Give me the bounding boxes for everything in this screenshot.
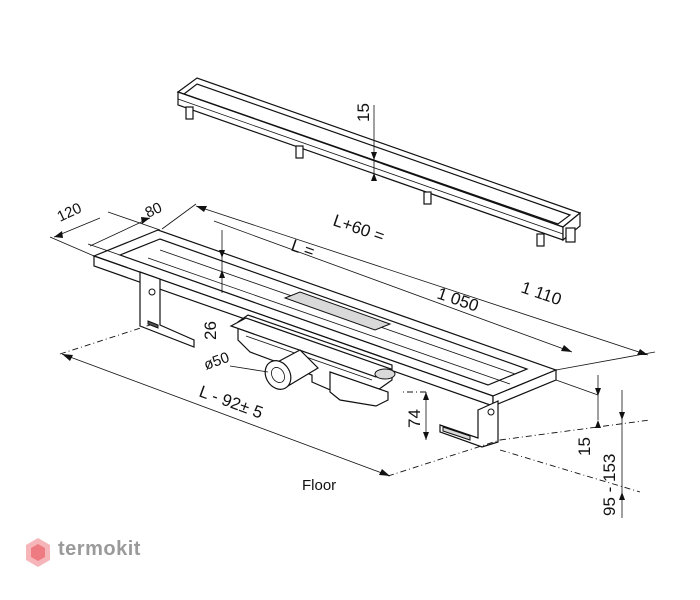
grate-clip bbox=[185, 106, 194, 120]
length-1050-label: 1 050 bbox=[435, 284, 481, 316]
brand-name: termokit bbox=[58, 538, 141, 560]
height-74-label: 74 bbox=[405, 409, 424, 428]
grate-clip bbox=[423, 191, 432, 205]
dimension-lines bbox=[49, 203, 656, 518]
length-1110-label: 1 110 bbox=[519, 278, 564, 309]
depth-26-label: 26 bbox=[201, 321, 220, 340]
height-range-label: 95 - 153 bbox=[600, 454, 619, 516]
floor-span-label: L - 92± 5 bbox=[197, 382, 266, 423]
termokit-logo-icon bbox=[26, 538, 50, 567]
height-15-label: 15 bbox=[575, 437, 594, 456]
width-120-label: 120 bbox=[55, 200, 85, 226]
diameter-50-label: ø50 bbox=[202, 349, 232, 374]
channel-body bbox=[92, 229, 558, 448]
width-80-label: 80 bbox=[143, 199, 165, 221]
grate-height-label: 15 bbox=[354, 103, 373, 122]
grate bbox=[176, 77, 582, 247]
grate-clip bbox=[536, 233, 545, 247]
grate-clip bbox=[565, 227, 576, 243]
length-full-label: L+60 = bbox=[331, 211, 387, 246]
floor-label: Floor bbox=[302, 477, 336, 494]
grate-clip bbox=[295, 145, 304, 159]
